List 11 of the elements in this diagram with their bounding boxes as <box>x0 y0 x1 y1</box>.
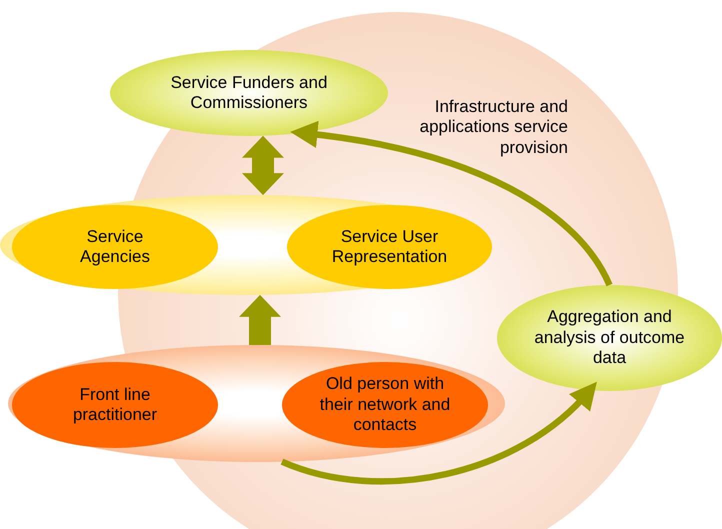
curved-arrow <box>290 121 612 286</box>
edge-label: Infrastructure and applications service provision <box>418 97 568 158</box>
node-label: Service Agencies <box>79 226 151 268</box>
block-arrow <box>242 136 284 196</box>
curved-arrow <box>280 382 598 484</box>
node-label: Aggregation and analysis of outcome data <box>533 307 686 369</box>
node-label: Service User Representation <box>330 226 448 268</box>
node-label: Front line practitioner <box>72 384 158 426</box>
node-label: Service Funders and Commissioners <box>170 72 328 114</box>
block-arrow <box>239 294 281 345</box>
node-label: Old person with their network and contacts <box>318 374 452 436</box>
